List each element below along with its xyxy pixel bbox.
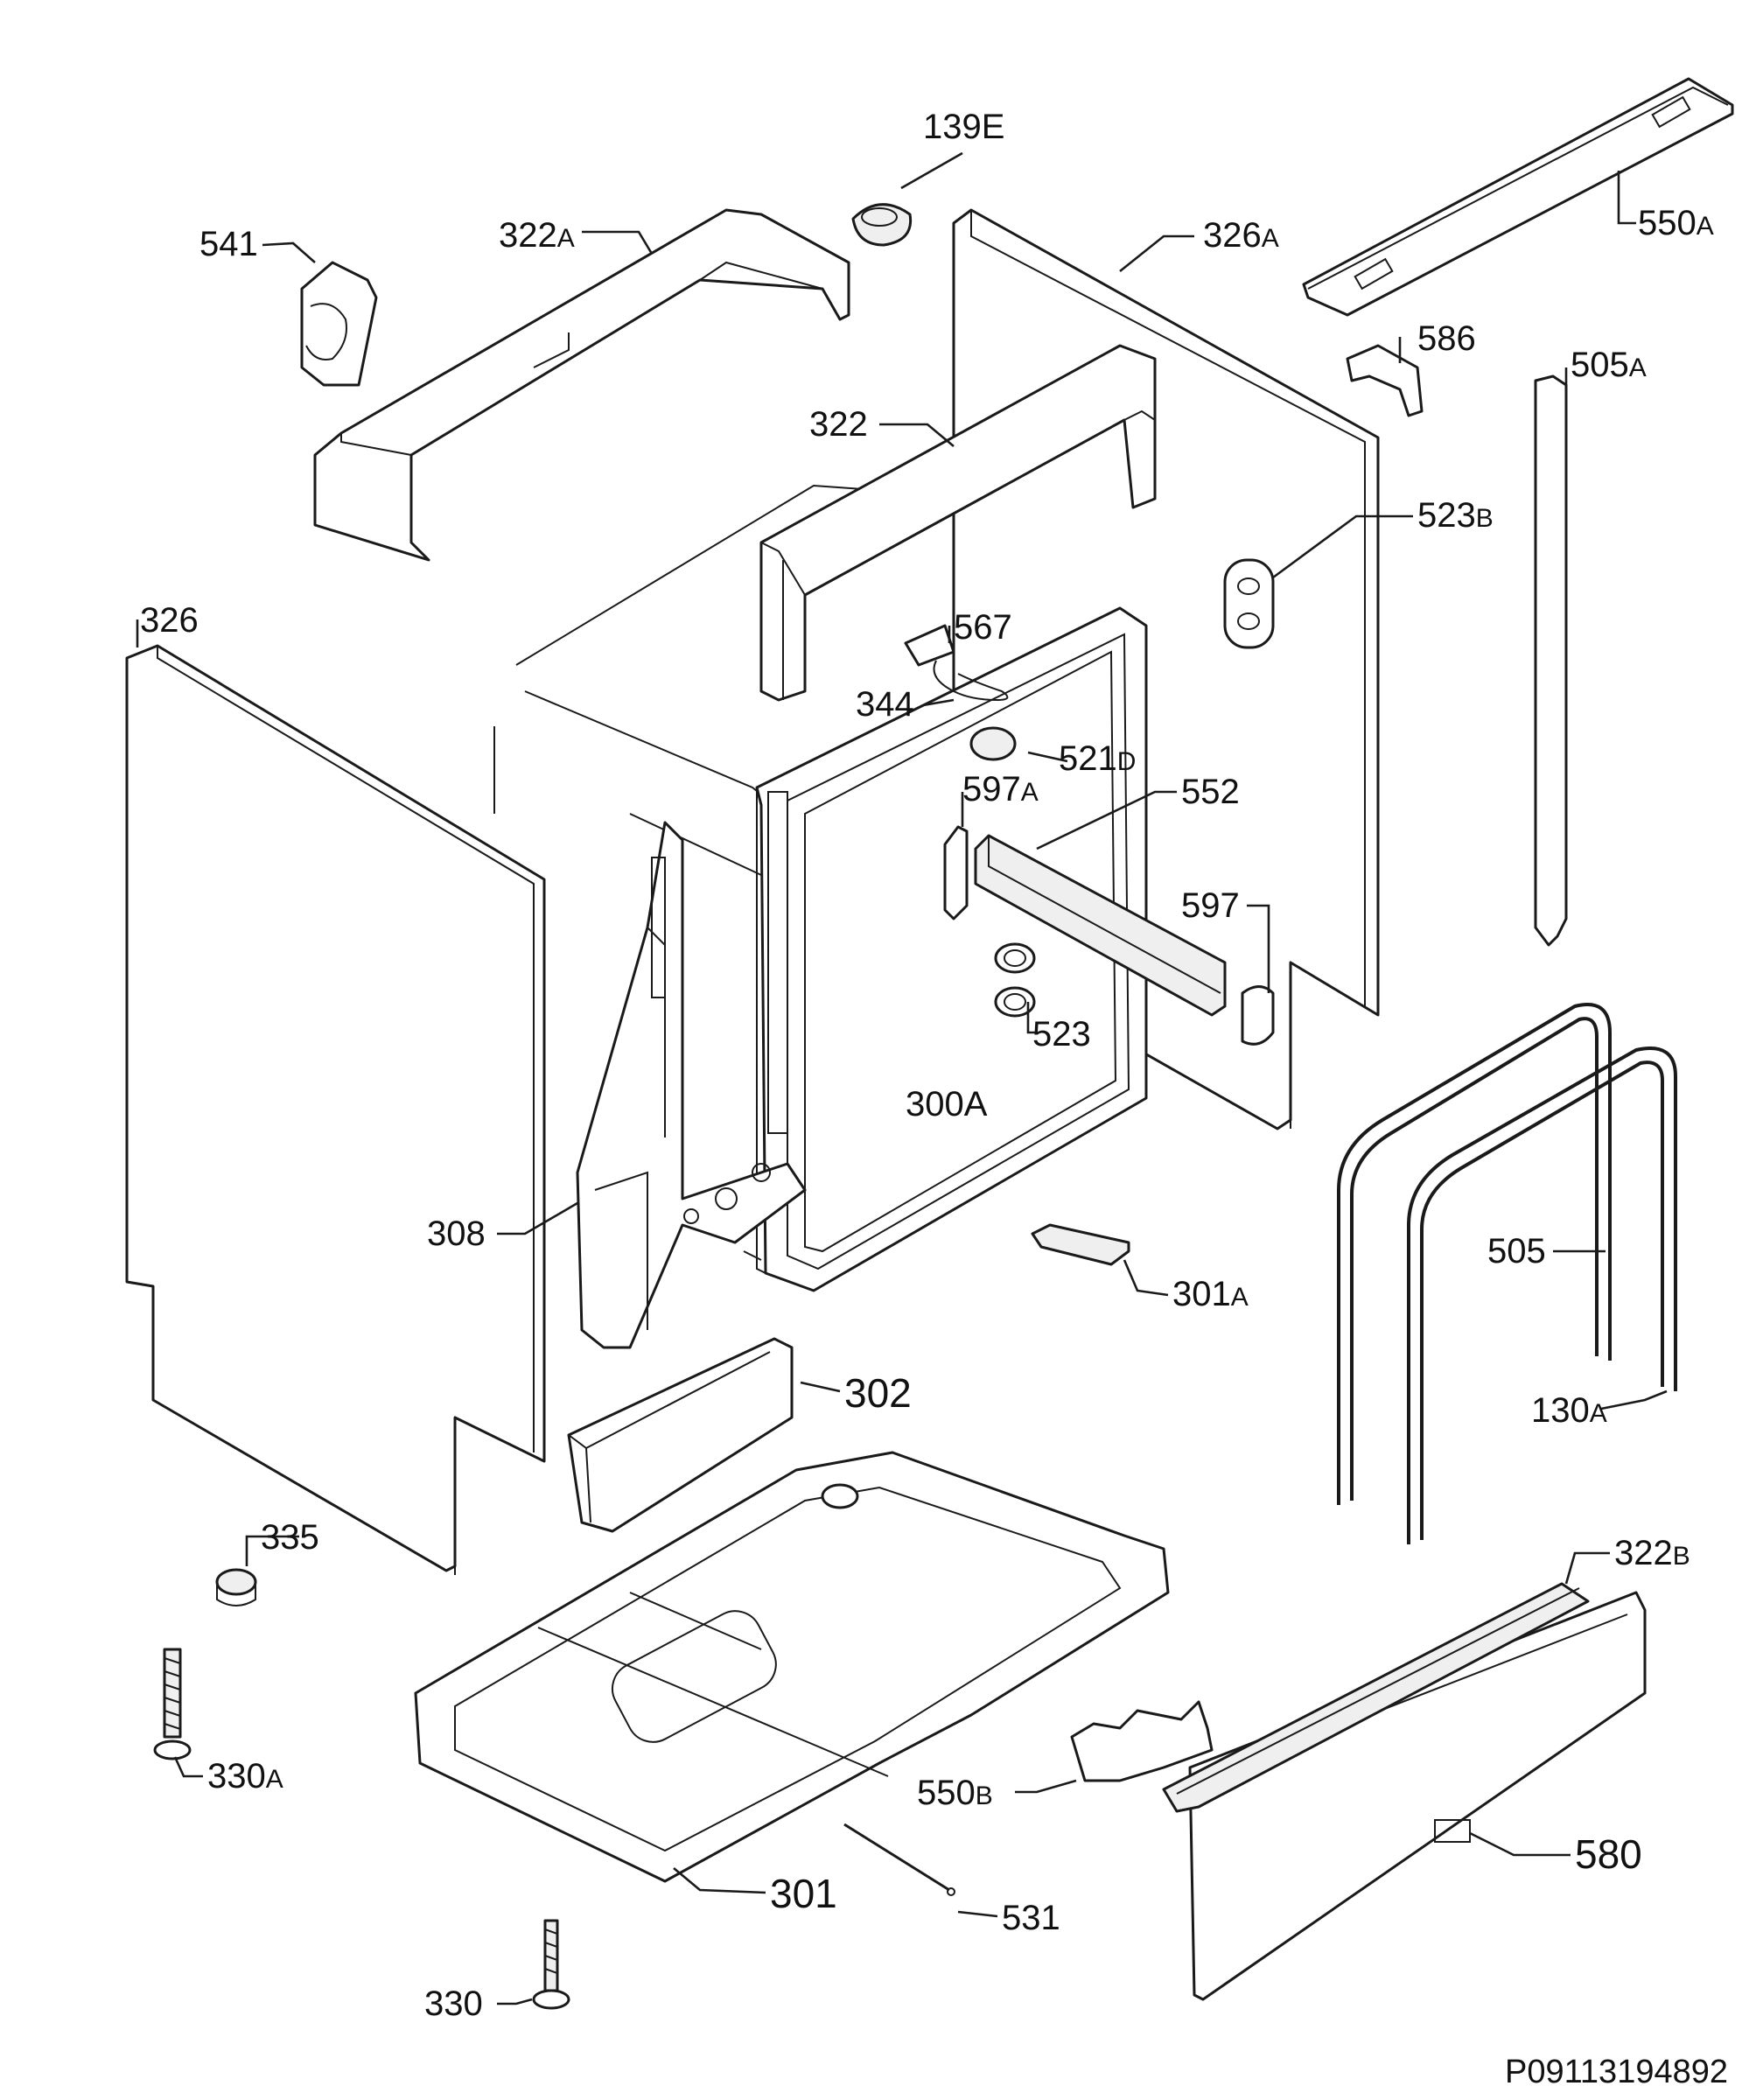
label-523b: 523B xyxy=(1417,496,1494,535)
label-139e: 139E xyxy=(923,108,1004,146)
label-322: 322 xyxy=(809,405,868,444)
callout-labels: 139E 541 322A 326A 550A 586 505A 322 523… xyxy=(140,108,1714,2023)
label-597a: 597A xyxy=(962,770,1039,808)
part-330a-screw xyxy=(153,1648,192,1760)
label-580: 580 xyxy=(1575,1831,1642,1877)
part-597a-clip xyxy=(943,825,969,920)
label-322b: 322B xyxy=(1614,1534,1690,1572)
label-586: 586 xyxy=(1417,319,1476,358)
label-505a: 505A xyxy=(1571,346,1647,384)
label-326: 326 xyxy=(140,601,199,640)
part-322a-top-rail xyxy=(313,208,850,562)
part-541-hinge-cover xyxy=(300,261,378,387)
part-322b-rail xyxy=(1162,1582,1590,1813)
leader-lines xyxy=(136,151,1668,2006)
part-139e-foot xyxy=(851,203,913,247)
part-552-rail xyxy=(974,834,1227,1017)
part-505-seal xyxy=(1337,1003,1612,1505)
label-130a: 130A xyxy=(1531,1391,1607,1430)
part-521d-plug xyxy=(969,726,1017,761)
part-597-clip xyxy=(1241,985,1275,1046)
label-301a: 301A xyxy=(1172,1275,1249,1313)
label-521d: 521D xyxy=(1059,739,1136,778)
part-130a-seal xyxy=(1407,1046,1677,1544)
part-523b-grommet xyxy=(1223,558,1275,649)
part-301a-clip xyxy=(1031,1223,1130,1266)
part-586-bracket xyxy=(1346,344,1424,417)
label-344: 344 xyxy=(856,685,914,724)
label-550b: 550B xyxy=(917,1774,993,1812)
label-308: 308 xyxy=(427,1214,486,1253)
part-567-bracket xyxy=(904,624,1009,702)
label-300a: 300A xyxy=(906,1085,988,1124)
part-308-hinge xyxy=(576,821,807,1349)
part-550a-top-brace xyxy=(1302,77,1734,317)
label-330: 330 xyxy=(424,1984,483,2023)
part-335-nut xyxy=(215,1568,257,1606)
label-550a: 550A xyxy=(1638,204,1714,242)
label-552: 552 xyxy=(1181,773,1240,811)
document-number: P09113194892 xyxy=(1505,2054,1728,2090)
label-567: 567 xyxy=(954,608,1012,647)
label-523: 523 xyxy=(1032,1015,1091,1054)
label-302: 302 xyxy=(844,1370,912,1416)
label-531: 531 xyxy=(1002,1899,1060,1937)
label-541: 541 xyxy=(199,225,258,263)
label-330a: 330A xyxy=(207,1757,283,1796)
label-326a: 326A xyxy=(1203,216,1279,255)
part-322-front-rail xyxy=(759,344,1157,702)
label-301: 301 xyxy=(770,1871,837,1916)
label-322a: 322A xyxy=(499,216,575,255)
part-523-grommets xyxy=(994,942,1036,1018)
part-580-kickplate xyxy=(1188,1591,1647,2001)
part-326-side-panel xyxy=(125,644,546,1575)
part-302-module xyxy=(567,1337,794,1533)
label-505: 505 xyxy=(1487,1232,1546,1270)
tub-outline xyxy=(493,484,876,876)
label-335: 335 xyxy=(261,1518,319,1557)
part-531-rod xyxy=(843,1823,955,1896)
part-505a-seal-strip xyxy=(1534,374,1568,947)
part-550b-bracket xyxy=(1070,1700,1214,1782)
part-330-screw xyxy=(532,1919,570,2010)
label-597: 597 xyxy=(1181,886,1240,925)
part-301-base xyxy=(414,1451,1170,1883)
